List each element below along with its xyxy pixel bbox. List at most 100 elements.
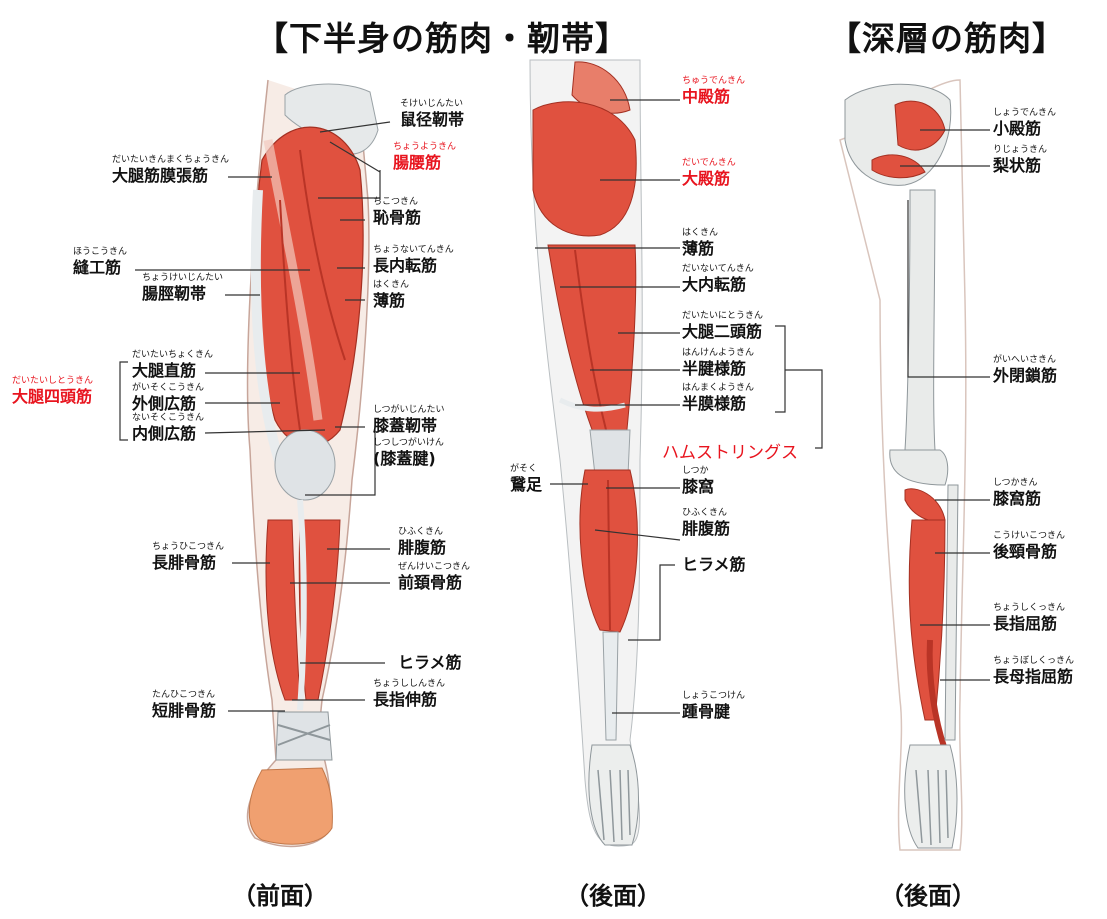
leader-groin-ligament xyxy=(319,121,391,133)
name: 長母指屈筋 xyxy=(993,667,1074,686)
label-tibialis-anterior: ぜんけいこつきん 前頚骨筋 xyxy=(398,562,470,592)
label-popliteal-fossa: しつか 膝窩 xyxy=(682,466,714,496)
name: ヒラメ筋 xyxy=(398,653,462,672)
ruby: はんけんようきん xyxy=(682,348,755,358)
label-back-gastrocnemius: ひふくきん 腓腹筋 xyxy=(682,508,730,538)
front-shin xyxy=(297,499,307,711)
deep-skin-outline xyxy=(839,79,967,851)
label-hamstrings: ハムストリングス xyxy=(662,443,798,463)
back-toe-bones xyxy=(597,769,631,843)
label-peroneus-brevis: たんひこつきん 短腓骨筋 xyxy=(152,690,216,720)
bracket-hamstrings-inner xyxy=(775,325,786,413)
leader-vastus-medialis xyxy=(204,429,326,434)
label-iliopsoas: ちょうようきん 腸腰筋 xyxy=(393,142,456,172)
front-iliotibial-tract xyxy=(250,189,287,472)
label-back-gracilis: はくきん 薄筋 xyxy=(682,228,718,258)
name: 前頚骨筋 xyxy=(398,573,463,592)
name: 長指屈筋 xyxy=(993,614,1058,633)
label-flexor-digitorum-longus: ちょうしくっきん 長指屈筋 xyxy=(993,603,1065,633)
ruby: しつしつがいけん xyxy=(373,438,444,448)
name: 長内転筋 xyxy=(373,256,438,275)
label-gluteus-maximus: だいでんきん 大殿筋 xyxy=(682,158,736,188)
ruby: しつがいじんたい xyxy=(373,405,445,415)
ruby: がいへいさきん xyxy=(993,355,1057,365)
label-gluteus-medius: ちゅうでんきん 中殿筋 xyxy=(682,76,745,106)
back-hamstring-line xyxy=(574,249,611,446)
bracket-quadriceps xyxy=(119,361,128,441)
label-patellar-ligament: しつがいじんたい 膝蓋靭帯 xyxy=(373,405,444,435)
front-foot xyxy=(248,767,333,845)
leader-obturator xyxy=(907,200,990,378)
label-semitendinosus: はんけんようきん 半腱様筋 xyxy=(682,348,754,378)
label-popliteus: しつかきん 膝窩筋 xyxy=(993,478,1041,508)
label-achilles: しょうこつけん 踵骨腱 xyxy=(682,691,745,721)
label-extensor-digitorum: ちょうししんきん 長指伸筋 xyxy=(373,679,445,709)
label-pectineus: ちこつきん 恥骨筋 xyxy=(373,197,421,227)
back-achilles xyxy=(602,631,619,741)
ruby: しょうこつけん xyxy=(682,691,746,701)
deep-femur xyxy=(904,189,936,451)
name: 腸脛靭帯 xyxy=(142,284,207,303)
name: 外側広筋 xyxy=(132,394,197,413)
label-obturator-externus: がいへいさきん 外閉鎖筋 xyxy=(993,355,1057,385)
name: 膝窩 xyxy=(682,477,715,496)
front-leg-illustration xyxy=(246,79,379,848)
back-gluteus-maximus xyxy=(532,101,637,237)
ruby: だいないてんきん xyxy=(682,264,754,274)
label-quadriceps: だいたいしとうきん 大腿四頭筋 xyxy=(12,376,93,406)
label-sartorius: ほうこうきん 縫工筋 xyxy=(73,247,127,277)
front-muscle-line-1 xyxy=(299,149,346,361)
ruby: がいそくこうきん xyxy=(132,383,205,393)
name: 腸腰筋 xyxy=(393,153,442,172)
name: 短腓骨筋 xyxy=(152,701,217,720)
ruby: そけいじんたい xyxy=(400,99,464,109)
label-pes-anserinus: がそく 鵞足 xyxy=(510,464,542,494)
bracket-hamstrings-outer xyxy=(785,369,823,449)
name: 大腿筋膜張筋 xyxy=(112,166,209,185)
name: 長腓骨筋 xyxy=(152,553,217,572)
name: 大腿直筋 xyxy=(132,361,197,380)
deep-foot-bones xyxy=(904,744,958,849)
ruby: ちこつきん xyxy=(373,197,419,207)
front-knee xyxy=(274,429,336,501)
name: 長指伸筋 xyxy=(373,690,438,709)
name: 梨状筋 xyxy=(993,156,1042,175)
name: 大腿四頭筋 xyxy=(12,387,93,406)
ruby: ちゅうでんきん xyxy=(682,76,746,86)
caption-back: （後面） xyxy=(565,882,661,910)
leader-back-soleus xyxy=(628,564,675,641)
ruby: ちょうけいじんたい xyxy=(142,273,224,283)
ruby: ないそくこうきん xyxy=(132,413,205,423)
deep-title: 【深層の筋肉】 xyxy=(828,19,1066,58)
label-gluteus-minimus: しょうでんきん 小殿筋 xyxy=(993,108,1056,138)
name: 大内転筋 xyxy=(682,275,747,294)
deep-popliteus xyxy=(904,488,946,522)
label-biceps-femoris: だいたいにとうきん 大腿二頭筋 xyxy=(682,311,763,341)
ruby: ちょうぼしくっきん xyxy=(993,656,1075,666)
deep-knee-joint xyxy=(889,449,949,486)
back-tendon-line xyxy=(558,397,626,412)
ruby: たんひこつきん xyxy=(152,690,216,700)
name: 腓腹筋 xyxy=(682,519,731,538)
caption-front: （前面） xyxy=(232,882,328,910)
name: 中殿筋 xyxy=(682,87,731,106)
ruby: だいでんきん xyxy=(682,158,736,168)
label-rectus-femoris: だいたいちょくきん 大腿直筋 xyxy=(132,350,213,380)
label-tensor-fasciae-latae: だいたいきんまくちょうきん 大腿筋膜張筋 xyxy=(112,155,229,185)
label-vastus-lateralis: がいそくこうきん 外側広筋 xyxy=(132,383,204,413)
ruby: ちょうしくっきん xyxy=(993,603,1066,613)
name: 内側広筋 xyxy=(132,424,197,443)
front-sartorius xyxy=(263,139,323,421)
ruby: しょうでんきん xyxy=(993,108,1057,118)
name: 恥骨筋 xyxy=(373,208,422,227)
deep-toe-bones xyxy=(915,769,949,846)
deep-fibula xyxy=(944,484,959,741)
name: ヒラメ筋 xyxy=(682,555,746,574)
leader-back-gastrocnemius xyxy=(594,529,681,541)
ruby: だいたいちょくきん xyxy=(132,350,214,360)
label-semimembranosus: はんまくようきん 半膜様筋 xyxy=(682,383,754,413)
deep-flexor-hallucis xyxy=(926,639,948,751)
leader-patellar-tendon xyxy=(305,430,376,496)
name: 大腿二頭筋 xyxy=(682,322,763,341)
